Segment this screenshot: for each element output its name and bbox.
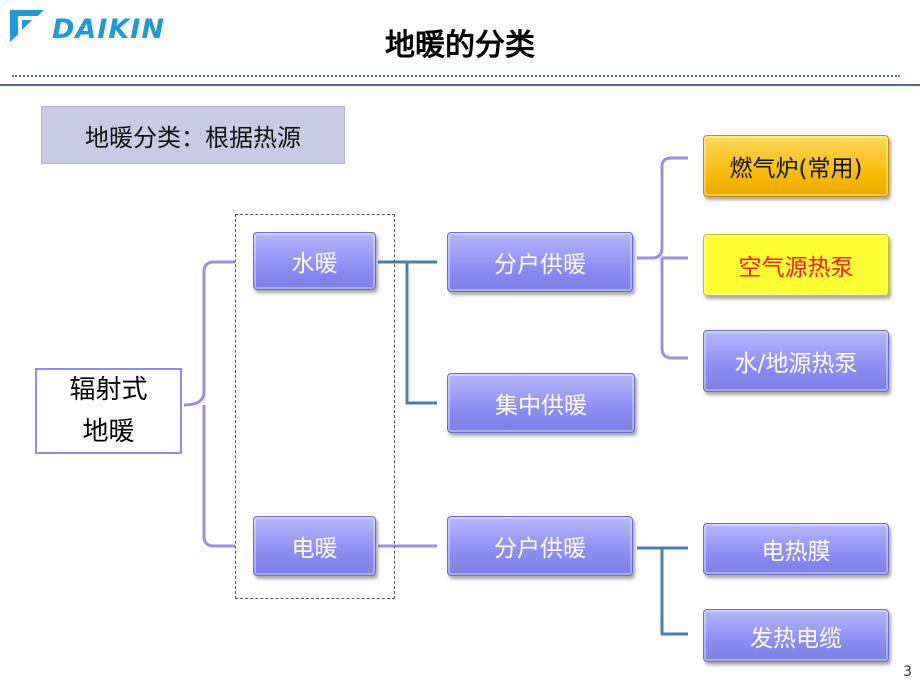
header-dotted-divider xyxy=(12,75,900,77)
daikin-logo: DAIKIN xyxy=(8,8,188,45)
node-central-heating: 集中供暖 xyxy=(447,373,635,433)
brand-name: DAIKIN xyxy=(52,14,165,45)
electric-options-connector xyxy=(637,546,688,636)
water-connector xyxy=(378,260,437,405)
root-node-radiant-floor-heating: 辐射式 地暖 xyxy=(35,368,182,454)
root-bracket-lower xyxy=(202,405,235,548)
node-water-household-heating: 分户供暖 xyxy=(447,232,633,292)
node-electric-heating: 电暖 xyxy=(253,516,376,576)
node-water-heating: 水暖 xyxy=(253,232,376,290)
node-heating-cable: 发热电缆 xyxy=(703,609,889,662)
page-number: 3 xyxy=(903,664,912,680)
daikin-logo-icon xyxy=(10,10,44,42)
root-bracket xyxy=(183,260,235,407)
root-label-line2: 地暖 xyxy=(82,417,135,447)
water-options-bracket xyxy=(637,156,688,360)
header-solid-divider xyxy=(0,84,920,86)
classification-subtitle: 地暖分类：根据热源 xyxy=(41,106,345,164)
root-label-line1: 辐射式 xyxy=(69,375,148,405)
page-title: 地暖的分类 xyxy=(385,28,535,63)
node-water-ground-source-heat-pump: 水/地源热泵 xyxy=(703,330,889,392)
node-gas-boiler: 燃气炉(常用) xyxy=(703,135,889,197)
node-air-source-heat-pump: 空气源热泵 xyxy=(703,234,889,296)
heat-type-group-frame xyxy=(235,214,395,599)
node-electric-heating-film: 电热膜 xyxy=(703,523,889,575)
node-electric-household-heating: 分户供暖 xyxy=(447,516,633,576)
